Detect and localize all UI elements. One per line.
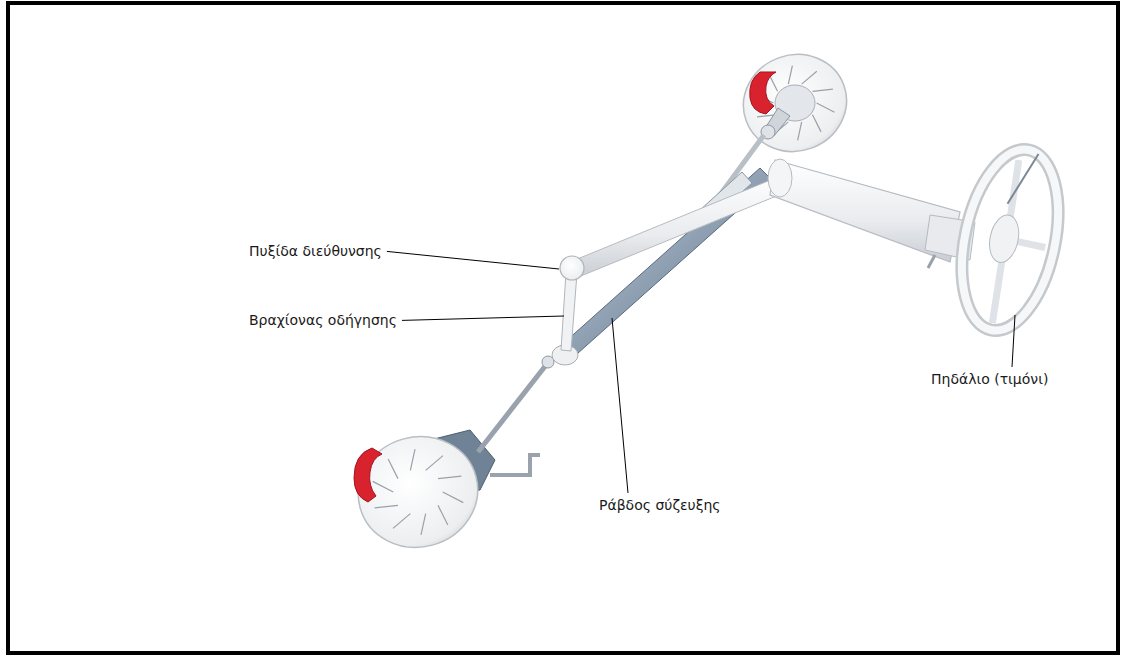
steering-wheel: [947, 141, 1073, 340]
steering-column: [768, 159, 975, 268]
leader-line: [402, 316, 564, 320]
part-label: Ράβδος σύζευξης: [598, 497, 722, 514]
pitman-arm: [561, 172, 796, 351]
leader-line: [1012, 315, 1015, 367]
steering-box: [560, 256, 584, 280]
part-label: Βραχίονας οδήγησης: [248, 312, 398, 329]
part-label: Πυξίδα διεύθυνσης: [248, 243, 383, 260]
frame: [8, 3, 1118, 653]
part-label: Πηδάλιο (τιμόνι): [930, 371, 1049, 388]
leader-line: [612, 318, 628, 493]
leader-line: [387, 251, 559, 269]
outer-tie-rod: [478, 360, 550, 452]
upper-brake-disc: [730, 40, 861, 166]
lower-brake-disc: [346, 423, 540, 560]
